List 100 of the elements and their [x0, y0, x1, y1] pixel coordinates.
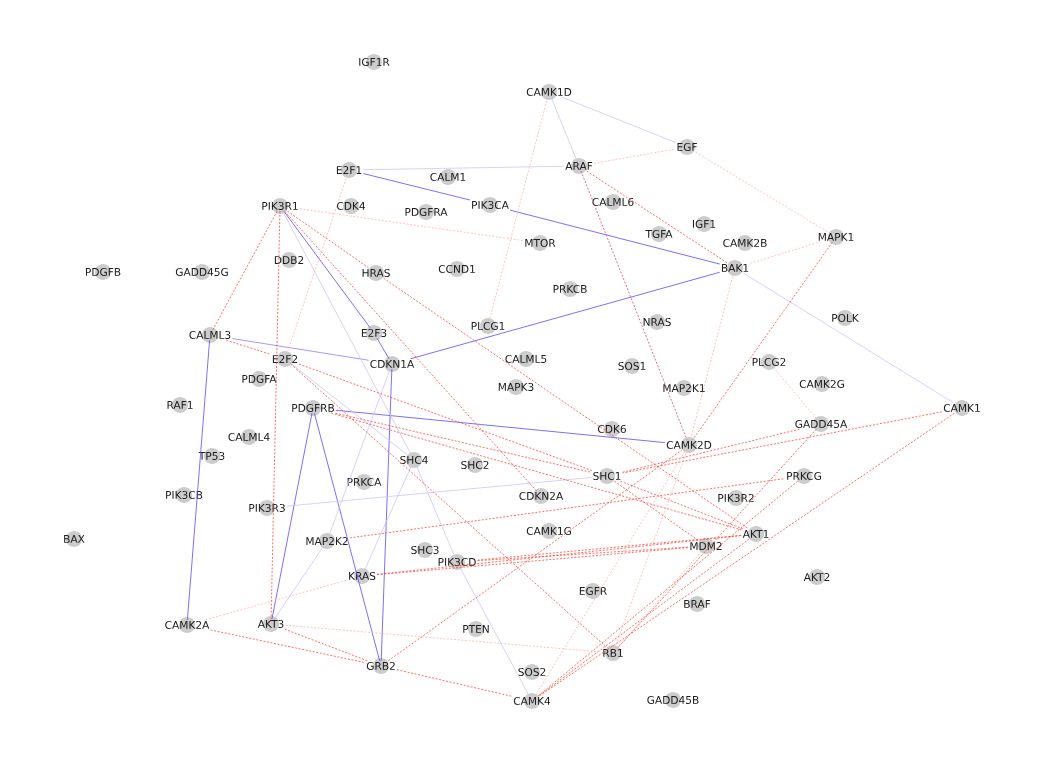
network-node: SOS2 [518, 664, 546, 680]
network-node: HRAS [362, 265, 390, 281]
network-edge [396, 669, 513, 697]
network-node: E2F3 [361, 325, 387, 341]
network-edge [363, 464, 413, 572]
network-node: PRKCG [787, 468, 821, 484]
network-edge [362, 173, 471, 201]
network-node: IGF1 [692, 216, 716, 232]
network-node: CDKN2A [519, 488, 564, 504]
network-edge [335, 412, 592, 473]
network-node: PIK3R1 [262, 198, 298, 214]
network-edge [376, 337, 390, 360]
network-node: CAMK2B [723, 235, 767, 251]
network-node: E2F1 [336, 162, 362, 178]
network-node: AKT3 [257, 616, 284, 632]
network-edge [689, 272, 735, 441]
network-node: CAMK1G [526, 523, 571, 539]
network-edge [284, 210, 537, 492]
network-edge [620, 480, 744, 530]
network-edge [283, 210, 371, 329]
network-edge [772, 366, 818, 420]
network-node: SOS1 [618, 358, 646, 374]
network-edge [349, 478, 786, 539]
network-edge [580, 170, 688, 441]
network-node: SHC1 [593, 468, 621, 484]
network-node: MAP2K2 [306, 533, 348, 549]
network-edge [561, 96, 676, 143]
network-node: GRB2 [366, 658, 395, 674]
network-node: MAPK1 [818, 229, 854, 245]
network-node: EGFR [579, 583, 607, 599]
network-edge [362, 165, 565, 171]
network-node: PDGFRA [405, 204, 448, 220]
network-node: DDB2 [274, 252, 304, 268]
network-node: EGF [677, 139, 697, 155]
network-node: PRKCB [553, 281, 587, 297]
network-node: TGFA [645, 226, 673, 242]
network-node: PIK3CA [472, 197, 509, 213]
network-node: IGF1R [359, 54, 390, 70]
network-edge [274, 545, 324, 620]
network-node: SHC4 [400, 452, 428, 468]
network-edge [459, 566, 530, 697]
network-edge [613, 480, 700, 542]
network-node: CAMK2G [799, 376, 844, 392]
network-node: CALM1 [430, 169, 466, 185]
network-edge [534, 449, 687, 697]
network-edge [314, 412, 381, 662]
network-node: E2F2 [272, 351, 298, 367]
network-edge [335, 409, 666, 443]
network-node: TP53 [198, 448, 225, 464]
network-edge [271, 412, 313, 620]
network-node: CALML3 [189, 327, 231, 343]
network-edge [617, 550, 702, 649]
network-node: GADD45B [647, 692, 699, 708]
network-edge [286, 477, 592, 507]
network-node: PIK3CD [438, 554, 476, 570]
network-edge [539, 412, 955, 697]
network-edge [284, 628, 368, 662]
network-node: KRAS [349, 568, 376, 584]
network-node: PDGFA [242, 371, 277, 387]
network-edge [210, 629, 366, 663]
network-node: PLCG1 [471, 318, 505, 334]
network-edge [298, 363, 594, 472]
network-node: PIK3R2 [718, 490, 754, 506]
network-edge [187, 339, 210, 621]
network-node: CAMK2A [165, 617, 210, 633]
network-node: PDGFB [85, 264, 121, 280]
network-node: NRAS [643, 314, 671, 330]
network-edge [291, 363, 408, 456]
network-edge [383, 277, 750, 530]
network-node: GADD45A [795, 416, 848, 432]
network-node: PLCG2 [752, 354, 786, 370]
network-edge [477, 534, 742, 561]
network-node: CDK4 [336, 198, 366, 214]
network-node: PTEN [463, 621, 489, 637]
network-node: PDGFRB [292, 400, 334, 416]
network-node: POLK [832, 310, 859, 326]
network-node: SHC3 [411, 542, 439, 558]
network-edge [749, 241, 820, 264]
network-edge [286, 174, 348, 355]
network-edge [509, 209, 721, 265]
network-edge [205, 579, 348, 621]
network-node: BRAF [684, 596, 711, 612]
network-edge [287, 210, 369, 269]
network-edge [537, 480, 799, 697]
network-edge [593, 148, 676, 164]
network-node: BAK1 [721, 260, 749, 276]
network-edge [410, 271, 721, 360]
network-node: CDKN1A [370, 356, 415, 372]
network-edge [692, 241, 833, 441]
network-edge [617, 428, 817, 649]
network-edge [477, 546, 689, 562]
network-edge [328, 368, 391, 537]
network-node: MAPK3 [498, 379, 534, 395]
network-node: AKT1 [742, 526, 769, 542]
network-edge [622, 411, 943, 474]
network-edge [285, 624, 602, 653]
network-edge [212, 210, 278, 331]
network-edge [270, 210, 281, 620]
network-node: SHC2 [461, 457, 489, 473]
network-edge [550, 96, 578, 162]
